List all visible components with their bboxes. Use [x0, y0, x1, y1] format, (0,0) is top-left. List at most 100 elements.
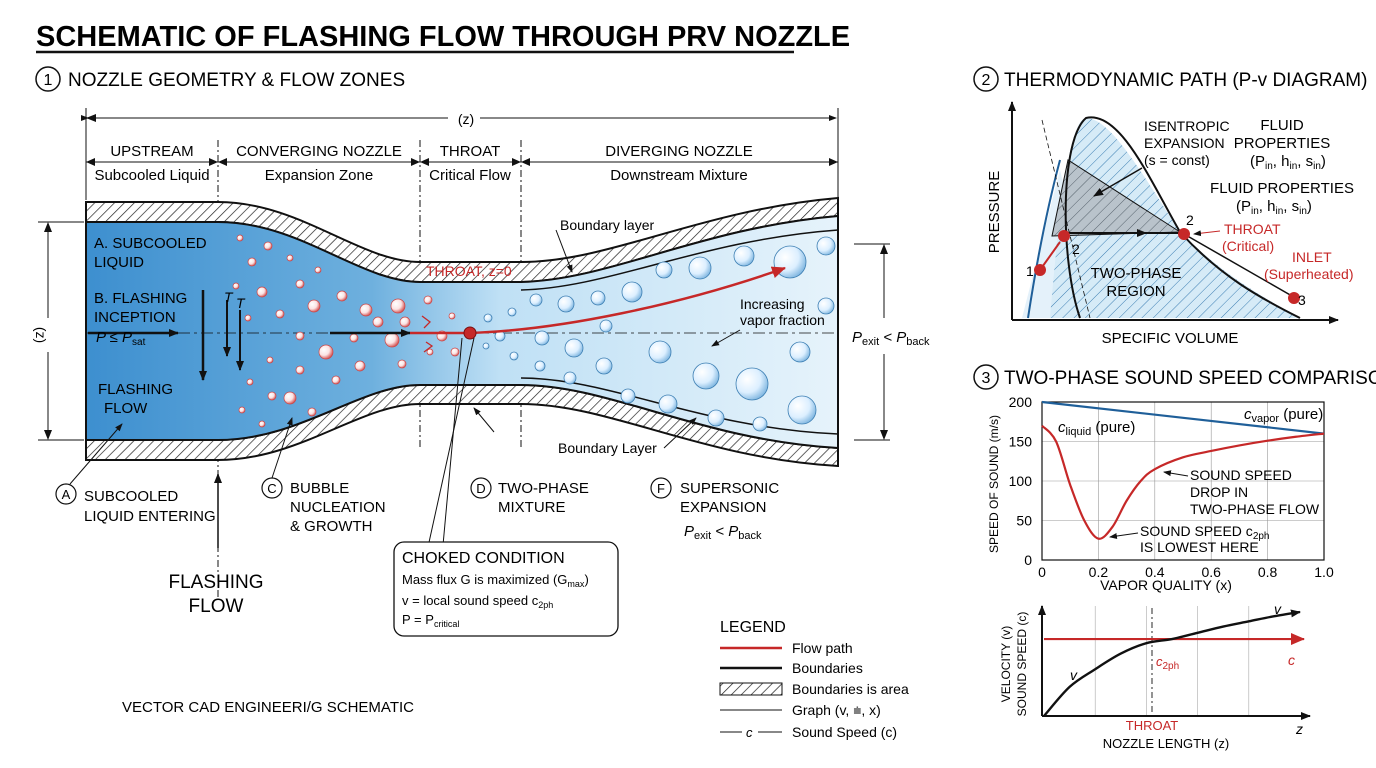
zone-throat-desc: Critical Flow — [429, 167, 511, 184]
label-flashing-line2: FLOW — [104, 400, 148, 417]
chart1-drop-line3: TWO-PHASE FLOW — [1190, 501, 1320, 517]
throat-point — [463, 326, 477, 340]
panel2-heading: 2 THERMODYNAMIC PATH (P-v DIAGRAM) — [973, 66, 1367, 92]
pv-dashed-line — [1041, 119, 1091, 319]
chart2-ylabel-line2: SOUND SPEED (c) — [1015, 612, 1029, 717]
pv-diagram: 1 2 2 3 PRESSURE SPECIFIC VOLUME ISENTRO… — [986, 101, 1354, 347]
pv-label-1: 1 — [1026, 263, 1034, 279]
callout-f: F SUPERSONIC EXPANSION Pexit < Pback — [650, 477, 779, 542]
chart1-drop-line1: SOUND SPEED — [1190, 467, 1292, 483]
pv-isentropic-line1: ISENTROPIC — [1144, 118, 1230, 134]
callout-f-line2: EXPANSION — [680, 499, 766, 516]
pv-point-2a — [1058, 230, 1070, 242]
callout-d: D TWO-PHASE MIXTURE — [470, 477, 589, 516]
label-throat-z0: THROAT, z=0 — [426, 263, 512, 279]
label-b-line1: B. FLASHING — [94, 290, 187, 307]
chart1-y-tick-label: 200 — [1009, 394, 1033, 410]
chart1-y-tick-label: 100 — [1009, 473, 1033, 489]
choked-condition-box: CHOKED CONDITION Mass flux G is maximize… — [393, 541, 619, 637]
callout-a-line1: SUBCOOLED — [84, 488, 178, 505]
z-overall-dimension: (z) — [81, 108, 839, 200]
zone-diverging-name: DIVERGING NOZZLE — [605, 143, 753, 160]
zone-diverging-desc: Downstream Mixture — [610, 167, 748, 184]
label-boundary-top: Boundary layer — [560, 217, 655, 233]
legend: LEGEND Flow path Boundaries Boundaries i… — [719, 619, 909, 740]
panel3-title: TWO-PHASE SOUND SPEED COMPARISON — [1004, 368, 1376, 389]
panel1-title: NOZZLE GEOMETRY & FLOW ZONES — [68, 70, 405, 91]
chart1-label-vapor: cvapor (pure) — [1244, 406, 1323, 425]
pv-throat-line1: THROAT — [1224, 221, 1281, 237]
pv-point-2b — [1178, 228, 1190, 240]
chart1-series-vapor — [1041, 400, 1325, 435]
callout-c-letter: C — [267, 481, 276, 496]
panel1-number-circle — [35, 66, 61, 92]
pv-props1-line1: FLUID — [1260, 117, 1304, 134]
chart1-x-tick-label: 0.4 — [1145, 564, 1165, 580]
z-overall-label: (z) — [458, 111, 474, 127]
flow-path-curve — [410, 266, 786, 335]
chart1-ylabel: SPEED OF SOUND (m/s) — [987, 415, 1001, 553]
nozzle-labels: A. SUBCOOLED LIQUID B. FLASHING INCEPTIO… — [94, 217, 825, 557]
callout-c: C BUBBLE NUCLEATION & GROWTH — [261, 417, 386, 535]
chart1-label-liquid: cliquid (pure) — [1058, 419, 1135, 438]
callout-d-line1: TWO-PHASE — [498, 480, 589, 497]
flashing-flow-label: FLASHING FLOW — [168, 473, 264, 617]
chart2-label-v-end: v — [1274, 601, 1282, 617]
pv-path-2-3 — [1183, 233, 1293, 297]
label-increasing-line1: Increasing — [740, 296, 805, 312]
label-t2: T — [236, 295, 246, 311]
label-b-line2: INCEPTION — [94, 309, 176, 326]
zone-throat-name: THROAT — [440, 143, 501, 160]
choked-line2: v = local sound speed c2ph — [402, 593, 553, 610]
chart2-label-c-end: c — [1288, 652, 1295, 668]
chart1-lowest-line2: IS LOWEST HERE — [1140, 539, 1259, 555]
label-boundary-bottom: Boundary Layer — [558, 440, 657, 456]
pv-props2-line2: (Pin, hin, sin) — [1236, 198, 1312, 217]
chart1-series-liquid — [1041, 424, 1325, 540]
chart1-drop-line2: DROP IN — [1190, 484, 1248, 500]
chart1-x-tick-label: 0.8 — [1258, 564, 1278, 580]
flashing-flow-big-line2: FLOW — [189, 596, 244, 617]
panel2-title: THERMODYNAMIC PATH (P-v DIAGRAM) — [1004, 70, 1367, 91]
chart2-label-intersection: c2ph — [1156, 654, 1179, 672]
callout-a: A SUBCOOLED LIQUID ENTERING — [55, 423, 216, 525]
zone-converging-name: CONVERGING NOZZLE — [236, 143, 402, 160]
legend-symbol-hatch — [719, 682, 783, 696]
callout-a-letter: A — [62, 487, 71, 502]
label-a-line2: LIQUID — [94, 254, 144, 271]
chart1-y-tick-label: 0 — [1024, 552, 1032, 568]
exit-pressure-label: Pexit < Pback — [852, 329, 930, 348]
legend-symbol-c-text: c — [746, 725, 753, 740]
flashing-flow-big-line1: FLASHING — [168, 572, 263, 593]
panel1-number: 1 — [44, 72, 53, 89]
pv-region-line2: REGION — [1106, 283, 1165, 300]
legend-label-sound-speed: Sound Speed (c) — [792, 724, 897, 740]
chart2-grid — [1094, 606, 1250, 716]
chart2-xlabel: NOZZLE LENGTH (z) — [1103, 736, 1229, 751]
chart1-x-tick-label: 1.0 — [1314, 564, 1334, 580]
legend-label-boundaries: Boundaries — [792, 660, 863, 676]
pv-isentropic-line3: (s = const) — [1144, 152, 1210, 168]
chart1-x-tick-label: 0 — [1038, 564, 1046, 580]
pv-xlabel: SPECIFIC VOLUME — [1102, 330, 1239, 347]
chart1-x-tick-label: 0.6 — [1201, 564, 1221, 580]
pv-props2-line1: FLUID PROPERTIES — [1210, 180, 1354, 197]
pv-liquid-line — [1027, 159, 1061, 319]
pv-label-3: 3 — [1298, 292, 1306, 308]
pv-ylabel: PRESSURE — [986, 171, 1003, 254]
chart1-lowest-line1: SOUND SPEED c2ph — [1140, 523, 1270, 542]
zone-converging-desc: Expansion Zone — [265, 167, 373, 184]
zone-upstream-name: UPSTREAM — [110, 143, 193, 160]
choked-line1: Mass flux G is maximized (Gmax) — [402, 572, 589, 589]
bubbles-nucleation — [232, 234, 460, 428]
label-t1: T — [224, 289, 234, 305]
callout-c-line2: NUCLEATION — [290, 499, 386, 516]
pv-inlet-line2: (Superheated) — [1264, 266, 1354, 282]
chart1-y-tick-label: 50 — [1016, 513, 1032, 529]
callout-f-letter: F — [657, 481, 665, 496]
pv-two-phase-dome — [1050, 118, 1300, 318]
callout-a-line2: LIQUID ENTERING — [84, 508, 216, 525]
